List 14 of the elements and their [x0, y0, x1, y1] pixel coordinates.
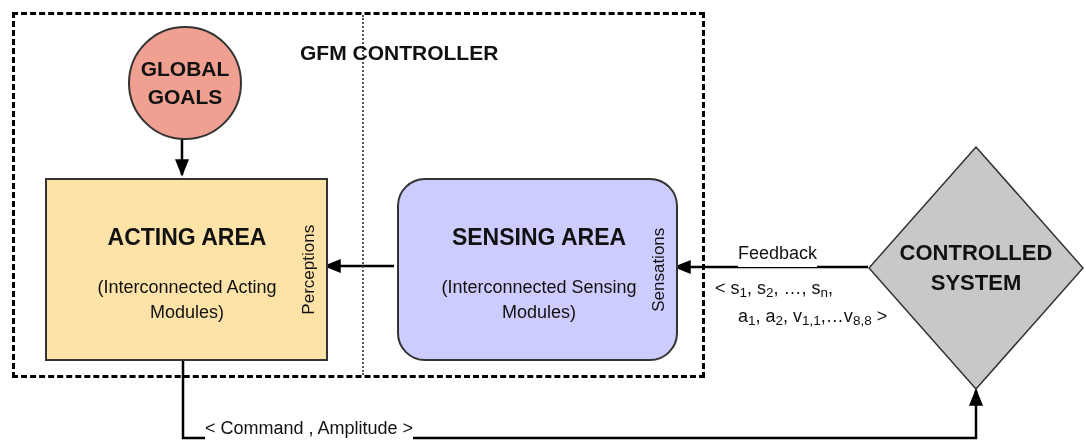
area-title: SENSING AREA	[450, 223, 628, 252]
dashed-frame	[12, 12, 705, 378]
signal-list: < s$_{1}$, s$_{2}$, …, s$_{n}$,	[715, 275, 834, 302]
system-title: CONTROLLED SYSTEM	[898, 239, 1054, 297]
area-subtitle: (Interconnected Acting Modules)	[96, 276, 278, 324]
area-subtitle: (Interconnected Sensing Modules)	[440, 276, 638, 324]
area-title: ACTING AREA	[106, 223, 268, 252]
goal-title: GLOBAL GOALS	[140, 56, 230, 110]
side-label: Sensations	[648, 227, 670, 312]
signal-list: a$_{1}$, a$_{2}$, v$_{1,1}$,…v$_{8,8}$ >	[738, 303, 888, 330]
side-label: Perceptions	[298, 224, 320, 315]
sensing-box	[397, 178, 678, 361]
acting-box	[45, 178, 328, 361]
frame-title: GFM CONTROLLER	[300, 40, 499, 66]
